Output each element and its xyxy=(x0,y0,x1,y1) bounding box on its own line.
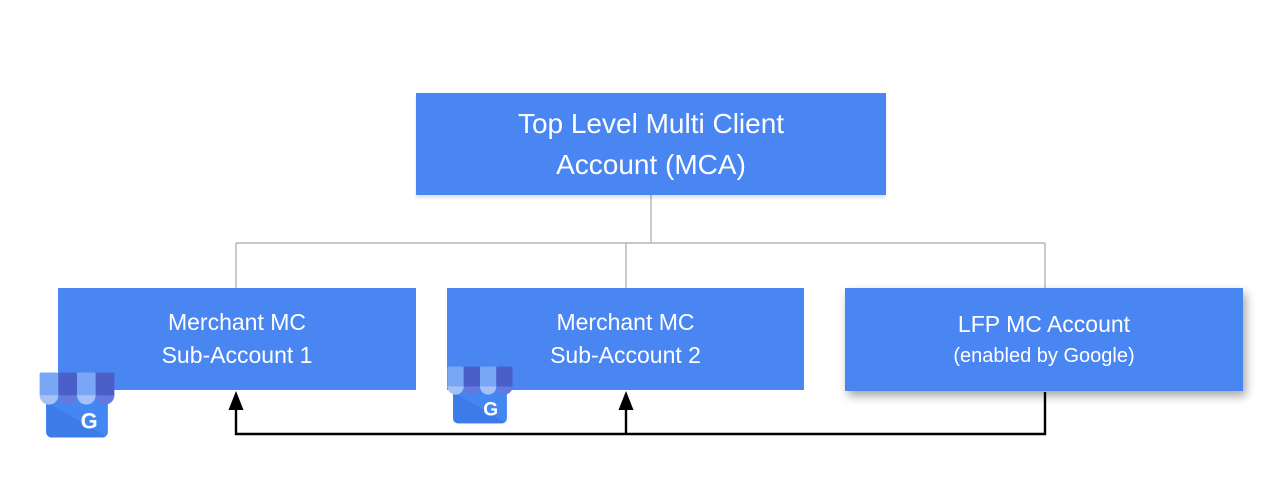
storefront-awning xyxy=(39,372,115,405)
tree-connector xyxy=(235,195,1046,288)
google-my-business-storefront-icon: G xyxy=(447,366,513,424)
node-merchant-sub-account-1: Merchant MC Sub-Account 1 xyxy=(58,288,416,390)
arrowhead-to-sub-account-1 xyxy=(228,391,244,410)
node-lfp-mc-account: LFP MC Account (enabled by Google) xyxy=(845,288,1243,391)
node-label-line: Merchant MC xyxy=(167,309,307,335)
node-label-line: Account (MCA) xyxy=(556,149,746,180)
arrow-path-lfp-to-subaccounts xyxy=(234,392,1047,436)
node-label-line: (enabled by Google) xyxy=(953,345,1135,367)
node-top-level-mca: Top Level Multi Client Account (MCA) xyxy=(416,93,886,195)
tree-connector-path xyxy=(235,195,1046,288)
node-label-line: Merchant MC xyxy=(556,309,695,335)
node-label-line: Sub-Account 1 xyxy=(161,342,313,368)
feedback-arrows xyxy=(228,391,1047,436)
storefront-awning xyxy=(447,366,513,395)
google-my-business-storefront-icon: G xyxy=(39,372,115,438)
google-g-letter: G xyxy=(483,400,498,421)
google-g-letter: G xyxy=(81,409,98,434)
node-label-line: Top Level Multi Client xyxy=(517,108,785,139)
node-label-line: Sub-Account 2 xyxy=(550,342,701,368)
arrowhead-to-sub-account-2 xyxy=(618,391,634,410)
node-label-line: LFP MC Account xyxy=(957,311,1131,337)
